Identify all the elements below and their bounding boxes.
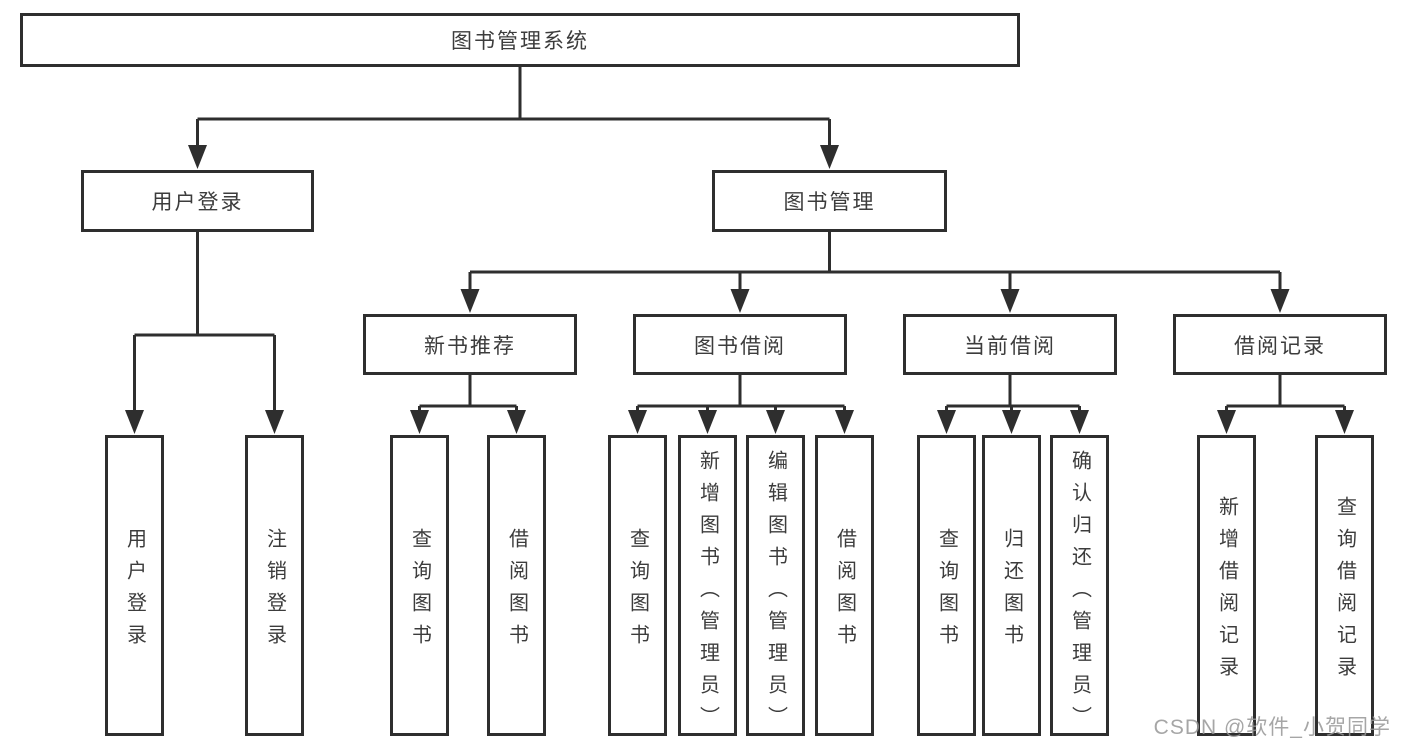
leaf-query-books-current: 查询图书	[917, 435, 976, 736]
leaf-query-books-recommend: 查询图书	[390, 435, 449, 736]
leaf-query-books-borrowing: 查询图书	[608, 435, 667, 736]
leaf-confirm-return-admin: 确认归还（管理员）	[1050, 435, 1109, 738]
leaf-user-login: 用户登录	[105, 435, 164, 736]
leaf-borrow-books-borrowing: 借阅图书	[815, 435, 874, 736]
node-user-login: 用户登录	[81, 170, 314, 232]
leaf-borrow-books-recommend: 借阅图书	[487, 435, 546, 736]
leaf-query-borrow-record: 查询借阅记录	[1315, 435, 1374, 736]
node-new-book-recommend: 新书推荐	[363, 314, 577, 375]
leaf-return-books: 归还图书	[982, 435, 1041, 736]
csdn-watermark: CSDN @软件_小贺同学	[1153, 716, 1391, 739]
node-book-borrowing: 图书借阅	[633, 314, 847, 375]
node-current-borrowing: 当前借阅	[903, 314, 1117, 375]
leaf-add-borrow-record: 新增借阅记录	[1197, 435, 1256, 736]
node-root: 图书管理系统	[20, 13, 1020, 67]
leaf-edit-books-admin: 编辑图书（管理员）	[746, 435, 805, 738]
node-book-management: 图书管理	[712, 170, 947, 232]
leaf-logout: 注销登录	[245, 435, 304, 736]
node-borrowing-records: 借阅记录	[1173, 314, 1387, 375]
leaf-add-books-admin: 新增图书（管理员）	[678, 435, 737, 738]
